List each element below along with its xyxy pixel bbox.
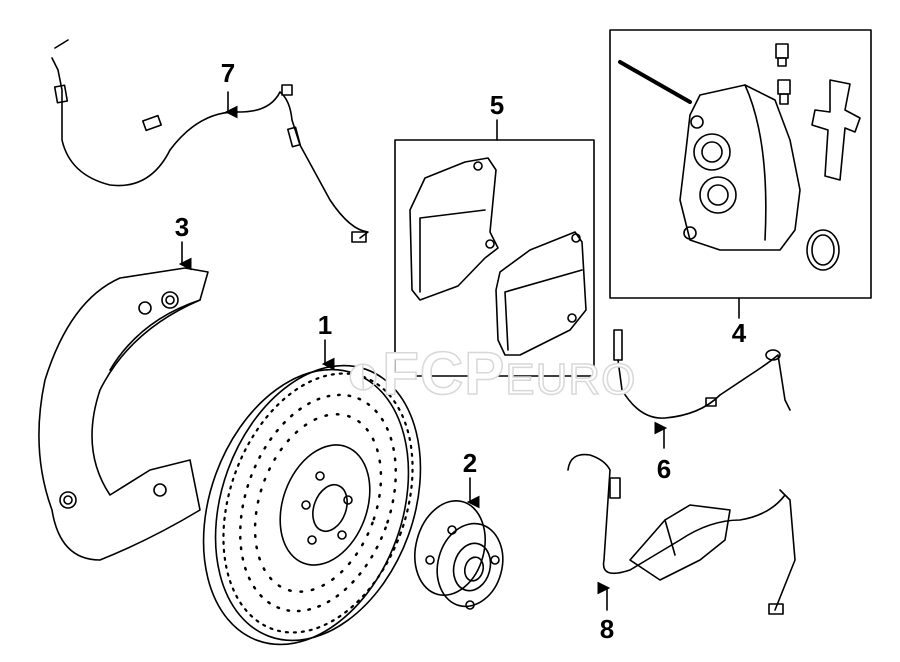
- pad-wear-sensor-drawing: [51, 39, 369, 243]
- brake-rotor-drawing: [202, 364, 422, 646]
- callout-7[interactable]: 7: [220, 58, 236, 88]
- brake-caliper-drawing: [618, 43, 861, 271]
- wheel-hub-drawing: [414, 500, 504, 610]
- brake-caliper-box: [609, 29, 872, 299]
- brake-pads-drawing: [409, 157, 587, 356]
- abs-sensor-lead-drawing: [567, 453, 796, 615]
- abs-sensor-drawing: [613, 329, 791, 419]
- callout-4[interactable]: 4: [731, 318, 747, 348]
- watermark-logo: ◐FCPEURO: [344, 340, 637, 407]
- callout-8[interactable]: 8: [599, 614, 615, 644]
- brake-pads-box: [394, 139, 595, 377]
- callout-5[interactable]: 5: [489, 90, 505, 120]
- callout-2[interactable]: 2: [462, 448, 478, 478]
- dust-shield-drawing: [38, 267, 209, 561]
- callout-6[interactable]: 6: [656, 454, 672, 484]
- callout-3[interactable]: 3: [174, 212, 190, 242]
- callout-1[interactable]: 1: [317, 310, 333, 340]
